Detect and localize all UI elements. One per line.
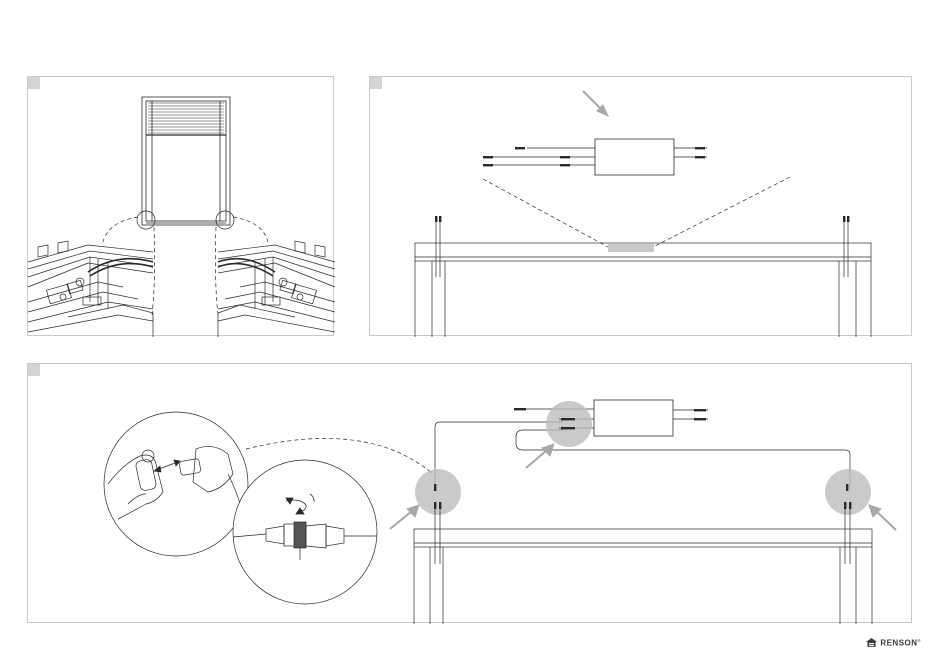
panel-control-box-placement xyxy=(369,76,912,336)
house-logo-icon xyxy=(866,638,877,647)
connection-highlight-right xyxy=(825,469,871,515)
callout-arrow-box-icon xyxy=(526,444,554,468)
control-box-position xyxy=(608,244,654,252)
connector-plug-detail xyxy=(104,412,248,556)
brand-name: RENSON® xyxy=(880,638,921,648)
pointer-arrow-icon xyxy=(583,91,608,116)
panel-cable-connection xyxy=(27,363,912,623)
renson-logo: RENSON® xyxy=(866,638,921,648)
connection-highlight-left xyxy=(415,469,461,515)
connection-highlight-box xyxy=(546,401,592,447)
blind-slats xyxy=(146,103,226,135)
corner-highlight-right xyxy=(216,211,234,229)
control-box xyxy=(594,400,673,436)
callout-arrow-left-icon xyxy=(390,505,419,529)
side-cables xyxy=(435,509,850,564)
roof-window xyxy=(142,97,230,225)
connector-screw-detail xyxy=(233,460,377,604)
callout-arrow-right-icon xyxy=(869,505,896,530)
corner-detail-right xyxy=(218,241,335,337)
window-frame-top xyxy=(415,243,871,337)
window-corner-diagram xyxy=(28,77,335,337)
control-box xyxy=(595,139,674,175)
panel-window-corners xyxy=(27,76,334,336)
control-box-diagram xyxy=(370,77,913,337)
cable-connection-diagram xyxy=(28,364,913,624)
window-frame-top xyxy=(414,529,872,624)
corner-detail-left xyxy=(28,241,153,337)
